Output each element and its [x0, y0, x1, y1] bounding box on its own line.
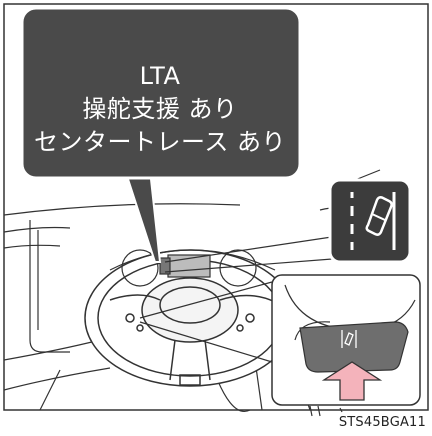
icon-leader-lines: [164, 234, 346, 273]
outer-border: [3, 3, 429, 411]
callout-pointer: [123, 169, 162, 263]
switch-closeup-inset: [271, 274, 421, 406]
lane-tracing-assist-icon: [328, 178, 412, 264]
lta-switch-icon: [341, 330, 357, 348]
callout-line-3: センタートレース あり: [34, 128, 286, 156]
bottom-marks: [309, 405, 343, 417]
callout-text: LTA 操舵支援 あり センタートレース あり: [30, 60, 290, 159]
callout-line-1: LTA: [139, 62, 181, 90]
figure-code: STS45BGA11: [338, 415, 426, 430]
callout-line-2: 操舵支援 あり: [82, 95, 238, 123]
pointer-arrow-icon: [321, 361, 383, 401]
inset-leader-lines: [139, 281, 273, 363]
callout-box: [20, 6, 302, 180]
